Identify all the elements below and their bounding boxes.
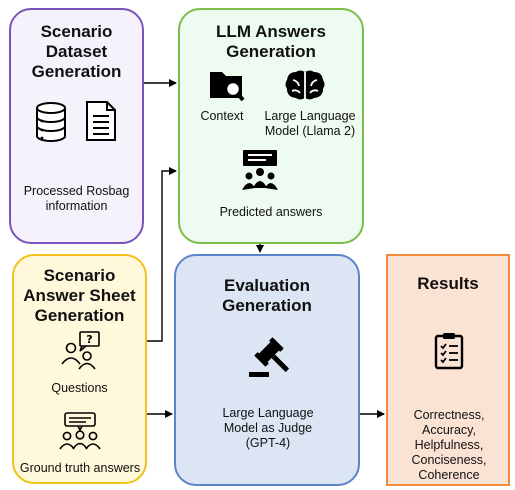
question-person-icon: ? bbox=[61, 331, 100, 370]
presentation-icon bbox=[242, 150, 278, 190]
processed-rosbag-label: Processed Rosbag information bbox=[23, 184, 130, 213]
chat-people-icon bbox=[59, 412, 101, 450]
metrics-list: Correctness, Accuracy, Helpfulness, Conc… bbox=[392, 408, 506, 483]
evaluation-box: Evaluation Generation Large Language Mod… bbox=[174, 254, 360, 486]
clipboard-checklist-icon bbox=[434, 333, 464, 370]
context-label: Context bbox=[200, 109, 244, 123]
llama2-label: Large Language Model (Llama 2) bbox=[264, 109, 356, 138]
judge-label: Large Language Model as Judge (GPT-4) bbox=[222, 406, 314, 450]
scenario-dataset-title: Scenario Dataset Generation bbox=[31, 22, 122, 81]
answer-sheet-box: Scenario Answer Sheet Generation ? Quest… bbox=[12, 254, 147, 484]
folder-search-icon bbox=[210, 72, 245, 102]
svg-text:?: ? bbox=[86, 333, 92, 346]
results-title: Results bbox=[417, 274, 479, 293]
predicted-answers-label: Predicted answers bbox=[219, 205, 323, 219]
gavel-icon bbox=[249, 337, 289, 377]
arrow-questions-to-llm bbox=[147, 167, 177, 342]
llm-answers-box: LLM Answers Generation Context Large Lan… bbox=[178, 8, 364, 244]
database-icon bbox=[36, 102, 66, 142]
results-box: Results Correctness, Accuracy, Helpfulne… bbox=[386, 254, 510, 486]
metric-conciseness: Conciseness, bbox=[411, 453, 487, 467]
answer-sheet-title: Scenario Answer Sheet Generation bbox=[23, 266, 136, 325]
llm-answers-title: LLM Answers Generation bbox=[216, 22, 326, 61]
brain-icon bbox=[285, 70, 325, 100]
metric-accuracy: Accuracy, bbox=[422, 423, 476, 437]
metric-correctness: Correctness, bbox=[413, 408, 485, 422]
evaluation-title: Evaluation Generation bbox=[222, 276, 312, 315]
scenario-dataset-box: Scenario Dataset Generation Processed Ro… bbox=[9, 8, 144, 244]
ground-truth-label: Ground truth answers bbox=[19, 461, 141, 475]
document-icon bbox=[86, 101, 116, 141]
metric-coherence: Coherence bbox=[418, 468, 480, 482]
metric-helpfulness: Helpfulness, bbox=[414, 438, 484, 452]
questions-label: Questions bbox=[51, 381, 108, 395]
